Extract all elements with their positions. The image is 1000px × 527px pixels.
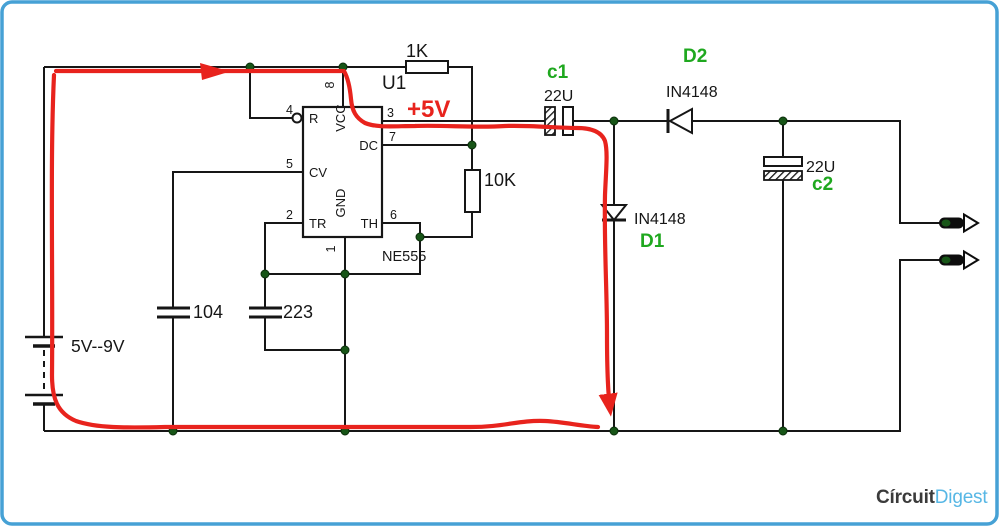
connector-arrow-icon	[963, 212, 980, 234]
junction-nodes	[168, 62, 788, 436]
wire-pin4	[249, 67, 292, 119]
output-connector-bottom	[939, 249, 980, 271]
current-path-highlight	[49, 68, 618, 430]
ic-pin5-number: 5	[286, 157, 293, 171]
capacitor-c1-ref-label: c1	[547, 62, 569, 83]
resistor-r2-label: 10K	[484, 170, 516, 190]
c1-plate-positive	[562, 106, 574, 136]
capacitor-c104	[157, 306, 190, 319]
resistor-r2-body	[464, 169, 481, 213]
node	[467, 140, 477, 150]
diode-d1-part-label: IN4148	[634, 211, 686, 228]
capacitor-c104-label: 104	[193, 302, 223, 322]
capacitor-c223	[249, 306, 282, 319]
ic-pin-discharge-label: DC	[359, 138, 378, 153]
wire-d2-to-out1	[692, 120, 940, 224]
ic-pin-vcc-label: VCC	[333, 104, 348, 131]
brand-logo-primary: Círcuit	[876, 487, 935, 508]
ic-pin7-number: 7	[389, 130, 396, 144]
node	[778, 426, 788, 436]
capacitor-c2	[763, 156, 803, 181]
wire-pin2	[264, 222, 303, 274]
wire-r1-to-r2	[448, 66, 473, 170]
node	[340, 345, 350, 355]
diode-d1-ref-label: D1	[640, 231, 665, 252]
ic-pin-control-label: CV	[309, 165, 327, 180]
ic-pin-threshold-label: TH	[361, 216, 378, 231]
c2-plate-negative	[763, 170, 803, 181]
node	[415, 232, 425, 242]
connector-arrow-icon	[963, 249, 980, 271]
capacitor-c2-value-label: 22U	[806, 159, 835, 176]
diode-d2-ref-label: D2	[683, 46, 707, 67]
wire-r2-bottom	[420, 212, 473, 238]
node	[609, 116, 619, 126]
ic-pin6-number: 6	[390, 208, 397, 222]
current-direction-arrow-icon	[200, 63, 230, 80]
ic-pin-ground-label: GND	[333, 189, 348, 218]
wire-bottom-rail	[44, 259, 940, 432]
current-path-left-bottom	[49, 72, 601, 430]
ic-pin-reset-label: R	[309, 111, 318, 126]
resistor-r1-label: 1K	[406, 41, 428, 61]
ic-pin-trigger-label: TR	[309, 216, 326, 231]
node	[609, 426, 619, 436]
output-connector-top	[939, 212, 980, 234]
c2-plate-positive	[763, 156, 803, 167]
battery-voltage-label: 5V--9V	[71, 336, 125, 356]
ic-pin4-number: 4	[286, 103, 293, 117]
current-path-through-c1-d1	[341, 68, 618, 417]
ic-designator-label: U1	[382, 73, 406, 94]
node	[260, 269, 270, 279]
ic-part-label: NE555	[382, 249, 426, 265]
capacitor-c223-label: 223	[283, 302, 313, 322]
diode-d2-part-label: IN4148	[666, 84, 718, 101]
diode-d2	[666, 107, 693, 135]
brand-logo-secondary: Digest	[934, 487, 988, 508]
resistor-r1-body	[405, 60, 449, 74]
node	[778, 116, 788, 126]
connector-pin-dot	[941, 219, 951, 227]
wire-pin5-c104	[172, 171, 303, 308]
node	[340, 269, 350, 279]
ic-pin1-number: 1	[324, 245, 338, 252]
wire-c223-bottom	[264, 317, 345, 351]
wiring	[43, 66, 940, 432]
ic-pin2-number: 2	[286, 208, 293, 222]
wire-pin6	[382, 222, 421, 237]
capacitor-c2-ref-label: c2	[812, 174, 833, 195]
output-voltage-label: +5V	[407, 96, 450, 123]
brand-logo: CírcuitDigest	[876, 487, 988, 509]
ic-555-body	[301, 105, 384, 239]
battery-symbol	[25, 335, 63, 406]
d2-triangle	[667, 107, 693, 135]
ic-reset-bubble-icon	[291, 112, 303, 124]
capacitor-c1-value-label: 22U	[544, 88, 573, 105]
c1-plate-negative	[544, 106, 556, 136]
d1-triangle	[599, 204, 629, 222]
capacitor-c1	[544, 106, 574, 136]
connector-pin-dot	[941, 256, 951, 264]
ic-pin3-number: 3	[387, 106, 394, 120]
wire-tr-th-link	[265, 237, 421, 275]
ic-pin8-number: 8	[323, 81, 337, 88]
